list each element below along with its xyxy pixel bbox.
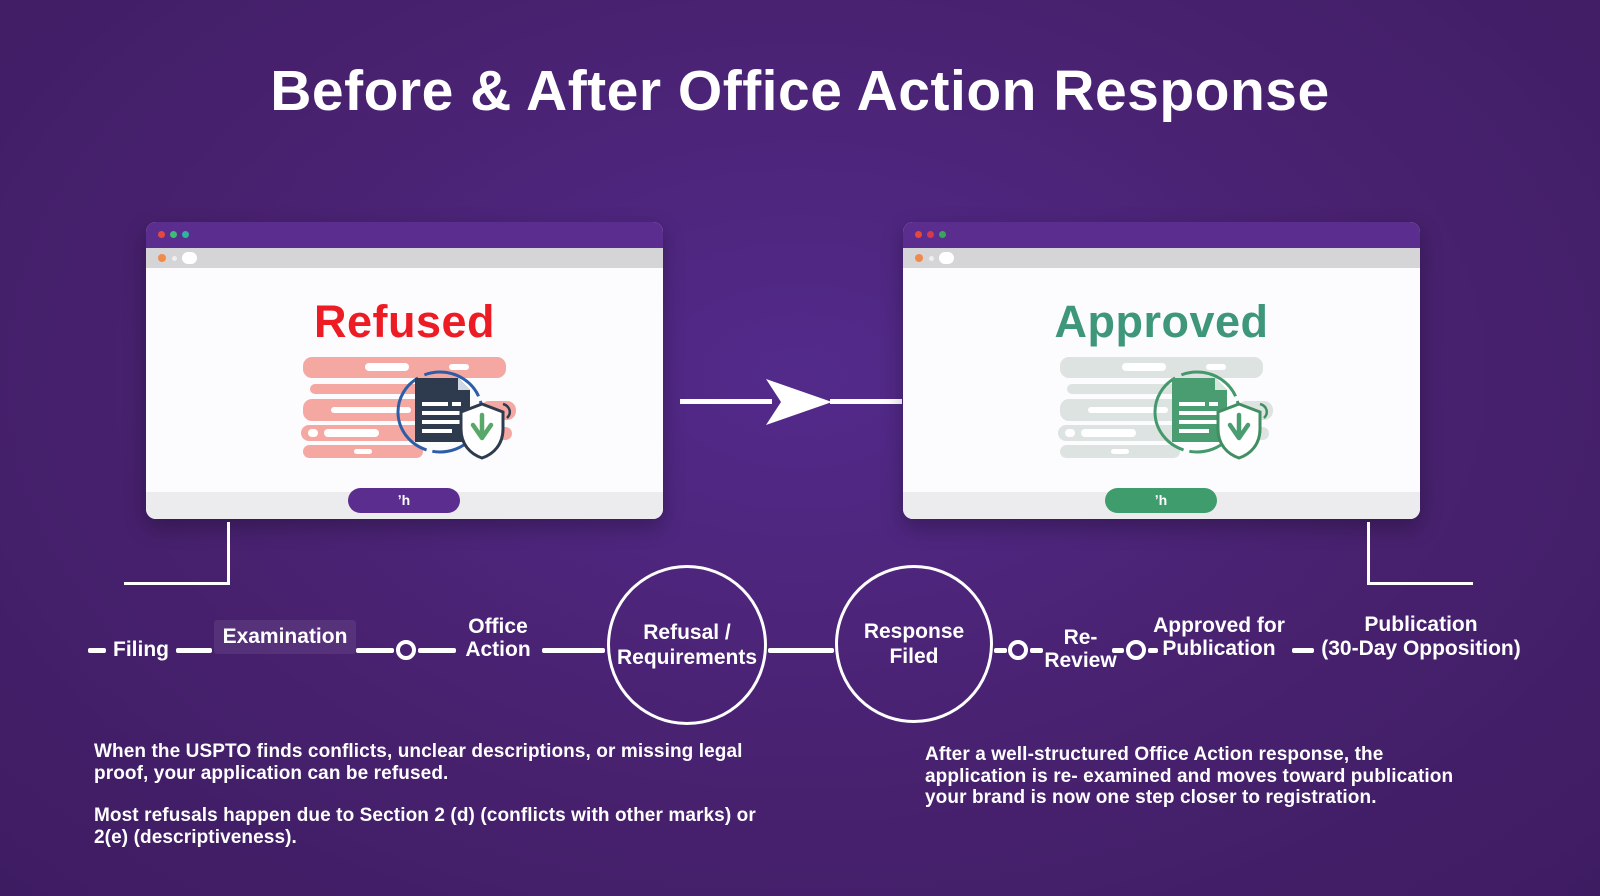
timeline-step-filing: Filing <box>113 638 169 661</box>
red-dot-icon <box>915 231 922 238</box>
timeline-node-icon <box>396 640 416 660</box>
skeleton-highlight <box>331 407 411 413</box>
green-dot-icon <box>170 231 177 238</box>
approval-notes: After a well-structured Office Action re… <box>925 744 1455 830</box>
before-window-toolbar <box>146 248 663 268</box>
skeleton-highlight <box>365 363 409 371</box>
timeline-segment <box>542 648 605 653</box>
timeline-step-publication: Publication (30-Day Opposition) <box>1321 613 1521 660</box>
timeline-step-office-action: Office Action <box>465 615 531 661</box>
timeline-step-refusal-circle: Refusal / Requirements <box>607 565 767 725</box>
skeleton-highlight <box>308 429 318 437</box>
skeleton-highlight <box>324 429 379 437</box>
brand-logo-icon: ʼh <box>397 492 411 508</box>
timeline-segment <box>1292 648 1314 653</box>
brand-logo-pill: ʼh <box>1105 488 1217 513</box>
timeline-step-examination: Examination <box>214 620 356 654</box>
approved-status-label: Approved <box>1054 296 1269 347</box>
document-check-icon <box>1153 370 1269 460</box>
brand-logo-icon: ʼh <box>1154 492 1168 508</box>
timeline-segment <box>88 648 106 653</box>
timeline-segment <box>1030 648 1043 653</box>
timeline-segment <box>1112 648 1124 653</box>
orange-dot-icon <box>158 254 166 262</box>
timeline-step-response-circle: Response Filed <box>835 565 993 723</box>
after-window-connector <box>1367 522 1473 585</box>
timeline-segment <box>176 648 212 653</box>
traffic-light-dots <box>158 231 189 238</box>
skeleton-highlight <box>1111 449 1129 454</box>
refusal-note-paragraph: When the USPTO finds conflicts, unclear … <box>94 741 743 784</box>
approval-note-paragraph: After a well-structured Office Action re… <box>925 744 1454 808</box>
before-window-content: Refused <box>146 268 663 492</box>
skeleton-highlight <box>1206 364 1226 370</box>
skeleton-highlight <box>1122 363 1166 371</box>
skeleton-bar <box>1067 384 1177 394</box>
after-window-toolbar <box>903 248 1420 268</box>
skeleton-highlight <box>354 449 372 454</box>
orange-dot-icon <box>915 254 923 262</box>
after-window-content: Approved <box>903 268 1420 492</box>
timeline-segment <box>768 648 834 653</box>
skeleton-highlight <box>1088 407 1168 413</box>
skeleton-highlight <box>1065 429 1075 437</box>
before-window-titlebar <box>146 222 663 248</box>
refused-status-label: Refused <box>313 296 496 347</box>
tab-pill-icon <box>182 252 197 264</box>
timeline-segment <box>356 648 394 653</box>
right-arrow-icon <box>680 379 902 425</box>
tab-pill-icon <box>939 252 954 264</box>
timeline-node-icon <box>1008 640 1028 660</box>
refusal-notes: When the USPTO finds conflicts, unclear … <box>94 741 794 869</box>
timeline-step-approved-publication: Approved for Publication <box>1153 614 1285 660</box>
skeleton-highlight <box>449 364 469 370</box>
after-window-titlebar <box>903 222 1420 248</box>
red-dot-icon <box>158 231 165 238</box>
green-dot-icon <box>939 231 946 238</box>
timeline-segment <box>1148 648 1158 653</box>
refusal-note-paragraph: Most refusals happen due to Section 2 (d… <box>94 805 756 848</box>
document-check-icon <box>396 370 512 460</box>
page-title: Before & After Office Action Response <box>270 59 1330 123</box>
before-browser-window: Refused <box>146 222 663 519</box>
traffic-light-dots <box>915 231 946 238</box>
timeline-step-re-review: Re- Review <box>1044 626 1117 672</box>
skeleton-highlight <box>1081 429 1136 437</box>
skeleton-bar <box>310 384 420 394</box>
before-window-connector <box>124 522 230 585</box>
brand-logo-pill: ʼh <box>348 488 460 513</box>
timeline-node-icon <box>1126 640 1146 660</box>
mini-dot-icon <box>172 256 177 261</box>
timeline-segment <box>418 648 456 653</box>
after-browser-window: Approved <box>903 222 1420 519</box>
crimson-dot-icon <box>927 231 934 238</box>
timeline-segment <box>994 648 1007 653</box>
mini-dot-icon <box>929 256 934 261</box>
teal-dot-icon <box>182 231 189 238</box>
